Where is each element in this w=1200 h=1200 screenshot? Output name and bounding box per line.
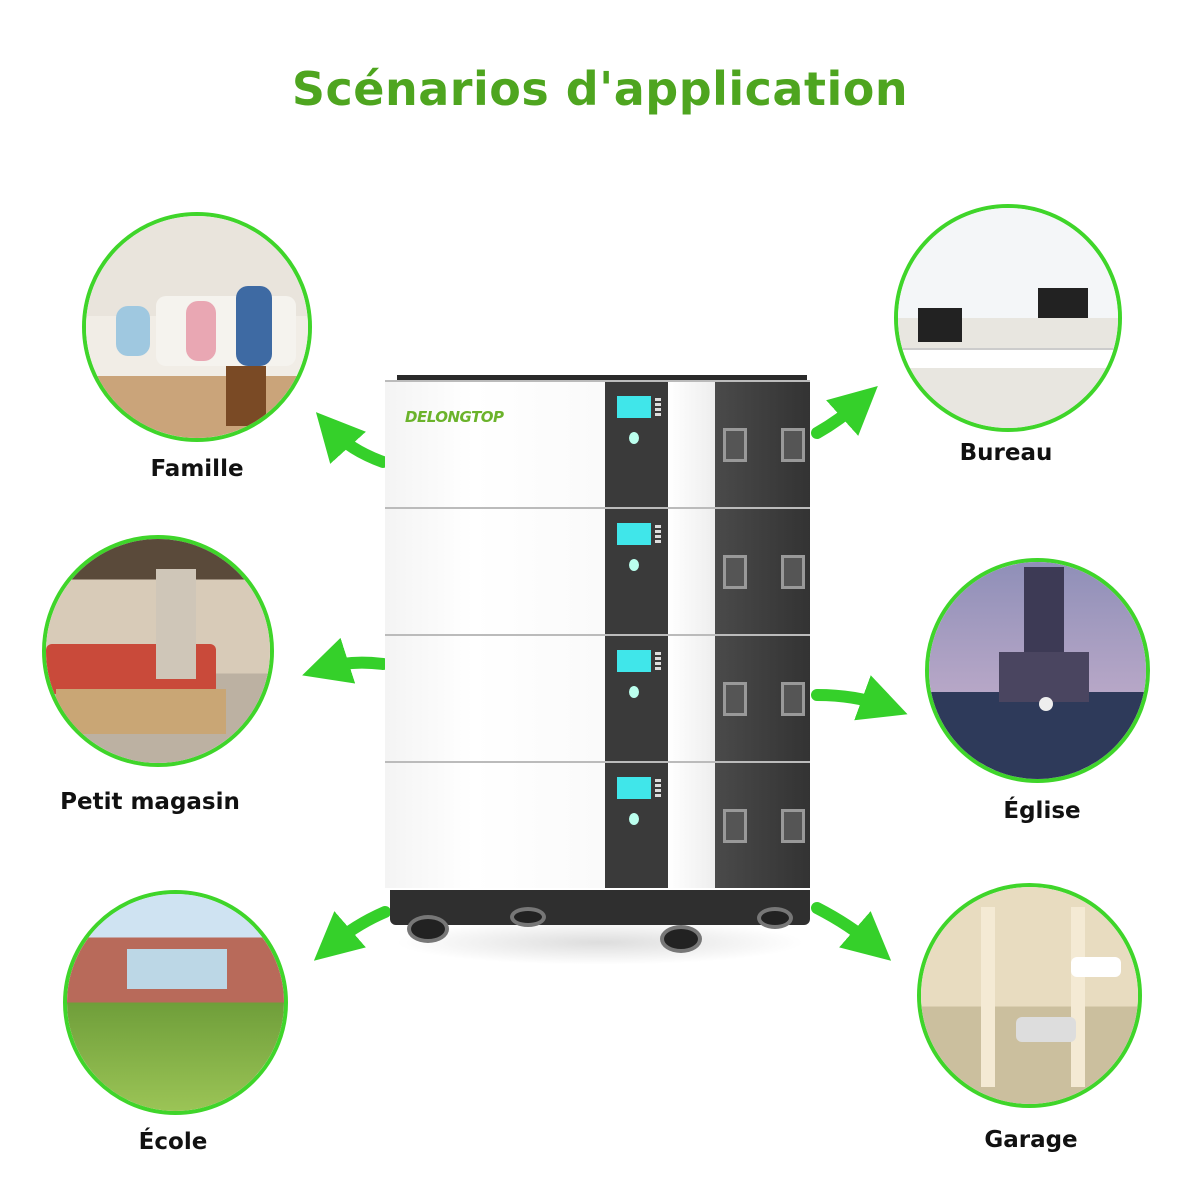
brand-logo: DELONGTOP	[405, 408, 504, 426]
wheel-icon	[510, 907, 546, 927]
scenario-famille-image	[82, 212, 312, 442]
battery-module	[385, 761, 810, 888]
handle-icon	[723, 682, 747, 716]
scenario-garage-image	[917, 883, 1142, 1108]
arrow-eglise	[811, 675, 908, 721]
battery-module	[385, 634, 810, 761]
battery-stack: DELONGTOP	[385, 375, 815, 965]
family-photo-icon	[86, 216, 308, 438]
battery-base	[390, 890, 810, 925]
scenario-eglise-image	[925, 558, 1150, 783]
arrow-bureau	[811, 385, 878, 439]
battery-module	[385, 507, 810, 634]
wheel-icon	[660, 925, 702, 953]
scenario-eglise-label: Église	[1003, 798, 1081, 824]
scenario-bureau-label: Bureau	[959, 440, 1053, 466]
handle-icon	[781, 428, 805, 462]
battery-module: DELONGTOP	[385, 380, 810, 507]
handle-icon	[781, 682, 805, 716]
scenario-magasin-image	[42, 535, 274, 767]
handle-icon	[723, 809, 747, 843]
handle-icon	[781, 809, 805, 843]
wheel-icon	[757, 907, 793, 929]
power-button	[629, 813, 639, 825]
scenario-ecole-image	[63, 890, 288, 1115]
wheel-icon	[407, 915, 449, 943]
power-button	[629, 432, 639, 444]
office-photo-icon	[898, 208, 1118, 428]
arrow-garage	[811, 902, 892, 961]
lcd-screen	[617, 523, 651, 545]
power-button	[629, 559, 639, 571]
lcd-screen	[617, 396, 651, 418]
church-photo-icon	[929, 562, 1146, 779]
scenario-famille-label: Famille	[150, 456, 244, 482]
power-button	[629, 686, 639, 698]
garage-photo-icon	[921, 887, 1138, 1104]
lcd-screen	[617, 777, 651, 799]
handle-icon	[781, 555, 805, 589]
handle-icon	[723, 555, 747, 589]
scenario-magasin-label: Petit magasin	[60, 789, 240, 815]
page-title: Scénarios d'application	[291, 62, 909, 116]
arrow-famille	[315, 412, 389, 468]
scenario-ecole-label: École	[138, 1129, 208, 1155]
handle-icon	[723, 428, 747, 462]
shop-photo-icon	[46, 539, 270, 763]
arrow-magasin	[302, 637, 389, 684]
arrow-ecole	[313, 906, 391, 961]
lcd-screen	[617, 650, 651, 672]
scenario-bureau-image	[894, 204, 1122, 432]
school-photo-icon	[67, 894, 284, 1111]
scenario-garage-label: Garage	[984, 1127, 1078, 1153]
